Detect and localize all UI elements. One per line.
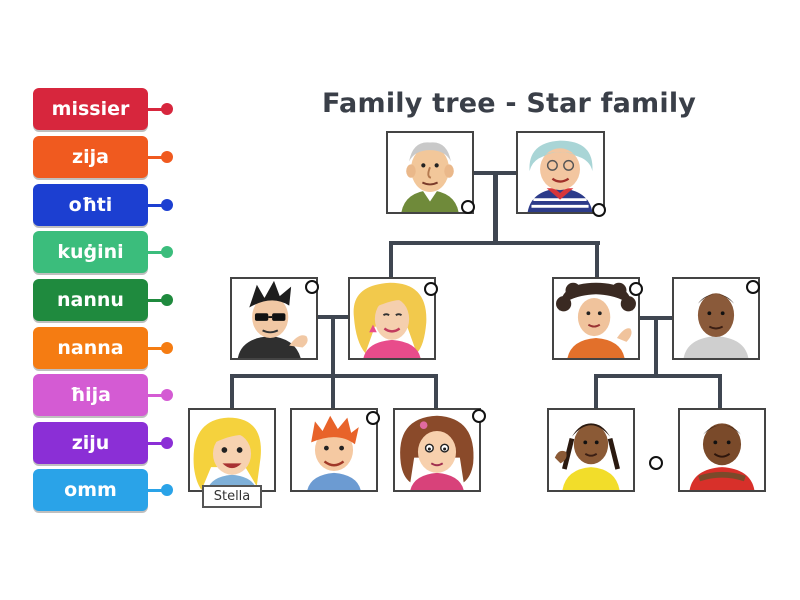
- tree-line: [594, 374, 598, 408]
- tree-line: [389, 241, 393, 279]
- portrait-grandfather: [386, 131, 474, 214]
- connector-knob[interactable]: [161, 151, 173, 163]
- portrait-grandmother: [516, 131, 605, 214]
- connector-knob[interactable]: [161, 103, 173, 115]
- label-kugini[interactable]: kuġini: [33, 231, 148, 273]
- connector-knob[interactable]: [161, 294, 173, 306]
- tree-line: [230, 374, 234, 408]
- connector-stem: [148, 442, 168, 445]
- connector-stem: [148, 394, 168, 397]
- portrait-girl: [393, 408, 481, 492]
- father-illustration: [232, 279, 316, 358]
- label-nanna[interactable]: nanna: [33, 327, 148, 369]
- cousin-boy-illustration: [680, 410, 764, 490]
- girl-illustration: [395, 410, 479, 490]
- portrait-cousin-boy: [678, 408, 766, 492]
- drop-target-mother[interactable]: [424, 282, 438, 296]
- connector-knob[interactable]: [161, 437, 173, 449]
- connector-stem: [148, 204, 168, 207]
- tree-line: [331, 315, 335, 378]
- label-text: omm: [64, 479, 117, 501]
- label-text: nannu: [57, 289, 124, 311]
- tree-line: [594, 374, 722, 378]
- portrait-uncle: [672, 277, 760, 360]
- connector-knob[interactable]: [161, 484, 173, 496]
- tree-line: [493, 171, 498, 245]
- drop-target-aunt[interactable]: [629, 282, 643, 296]
- grandmother-illustration: [518, 133, 603, 212]
- label-text: nanna: [57, 337, 124, 359]
- tree-line: [718, 374, 722, 408]
- drop-target-cousin-girl[interactable]: [649, 456, 663, 470]
- stella-name-label: Stella: [202, 485, 262, 508]
- connector-stem: [148, 251, 168, 254]
- label-text: ziju: [71, 432, 110, 454]
- boy-illustration: [292, 410, 376, 490]
- label-zija[interactable]: zija: [33, 136, 148, 178]
- tree-line: [390, 241, 600, 245]
- connector-knob[interactable]: [161, 199, 173, 211]
- uncle-illustration: [674, 279, 758, 358]
- tree-line: [434, 374, 438, 408]
- portrait-father: [230, 277, 318, 360]
- connector-stem: [148, 489, 168, 492]
- label-ziju[interactable]: ziju: [33, 422, 148, 464]
- grandfather-illustration: [388, 133, 472, 212]
- portrait-stella: [188, 408, 276, 492]
- portrait-cousin-girl: [547, 408, 635, 492]
- drop-target-grandfather[interactable]: [461, 200, 475, 214]
- label-text: ħija: [70, 384, 111, 406]
- portrait-boy: [290, 408, 378, 492]
- tree-line: [654, 316, 658, 378]
- label-text: missier: [51, 98, 130, 120]
- label-text: kuġini: [57, 241, 124, 263]
- drop-target-girl[interactable]: [472, 409, 486, 423]
- page-title: Family tree - Star family: [322, 88, 697, 119]
- connector-knob[interactable]: [161, 342, 173, 354]
- connector-stem: [148, 156, 168, 159]
- label-omm[interactable]: omm: [33, 469, 148, 511]
- portrait-aunt: [552, 277, 640, 360]
- drop-target-uncle[interactable]: [746, 280, 760, 294]
- connector-stem: [148, 299, 168, 302]
- label-text: oħti: [68, 194, 113, 216]
- drop-target-grandmother[interactable]: [592, 203, 606, 217]
- stella-illustration: [190, 410, 274, 490]
- drop-target-father[interactable]: [305, 280, 319, 294]
- connector-knob[interactable]: [161, 246, 173, 258]
- label-hija[interactable]: ħija: [33, 374, 148, 416]
- tree-line: [331, 374, 335, 408]
- label-text: zija: [72, 146, 109, 168]
- aunt-illustration: [554, 279, 638, 358]
- connector-stem: [148, 108, 168, 111]
- cousin-girl-illustration: [549, 410, 633, 490]
- connector-knob[interactable]: [161, 389, 173, 401]
- mother-illustration: [350, 279, 434, 358]
- portrait-mother: [348, 277, 436, 360]
- connector-stem: [148, 347, 168, 350]
- label-ohti[interactable]: oħti: [33, 184, 148, 226]
- tree-line: [595, 241, 599, 279]
- label-missier[interactable]: missier: [33, 88, 148, 130]
- label-nannu[interactable]: nannu: [33, 279, 148, 321]
- drop-target-boy[interactable]: [366, 411, 380, 425]
